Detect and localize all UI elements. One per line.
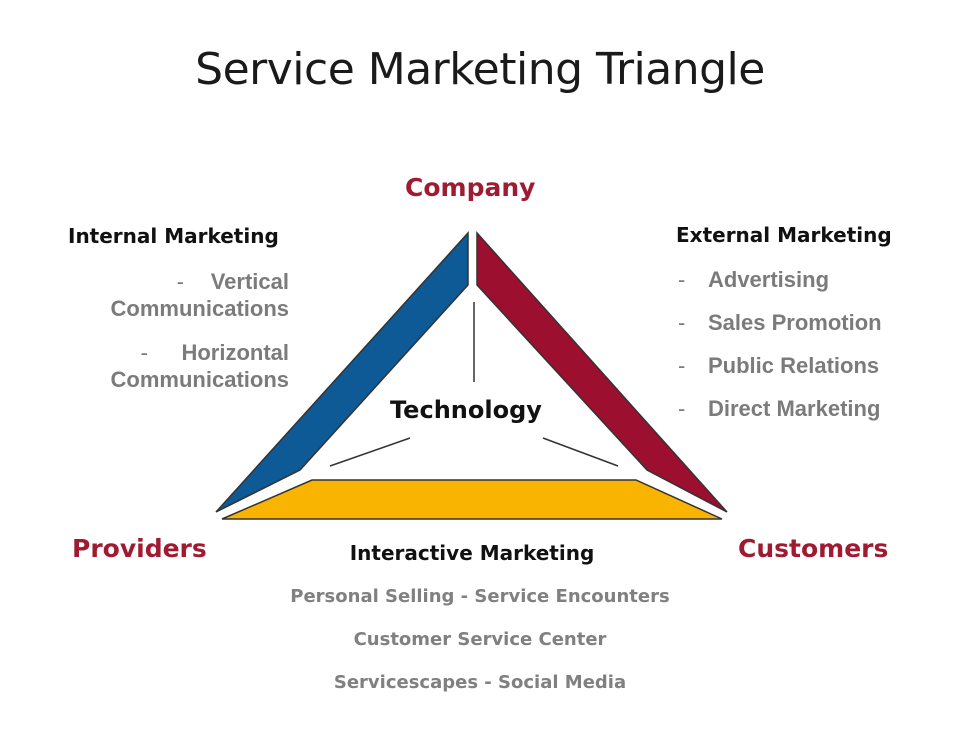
internal-marketing-item-3: Horizontal [181,340,289,365]
interactive-marketing-item-2: Customer Service Center [353,629,607,650]
external-marketing-item-4: Direct Marketing [708,396,881,421]
internal-marketing-dash-2: - [140,340,148,365]
left-side-bar [215,231,469,513]
internal-marketing-item-4: Communications [110,367,289,392]
technology-line-right [542,437,619,467]
interactive-marketing-heading: Interactive Marketing [349,541,595,565]
internal-marketing-item-2: Communications [110,296,289,321]
external-marketing-dash-3: - [678,353,686,378]
vertex-company: Company [405,173,536,202]
external-marketing-item-1: Advertising [708,267,830,292]
external-marketing-heading: External Marketing [676,223,892,247]
technology-line-left [329,437,411,467]
base-bar [221,479,723,520]
interactive-marketing-item-3: Servicescapes - Social Media [333,672,627,693]
vertex-providers: Providers [72,534,207,563]
internal-marketing-dash-1: - [176,269,184,294]
page-title: Service Marketing Triangle [195,44,765,95]
interactive-marketing-item-1: Personal Selling - Service Encounters [290,586,670,607]
vertex-customers: Customers [738,534,889,563]
external-marketing-dash-4: - [678,396,686,421]
external-marketing-dash-2: - [678,310,686,335]
external-marketing-dash-1: - [678,267,686,292]
external-marketing-item-3: Public Relations [708,353,880,378]
external-marketing-item-2: Sales Promotion [708,310,882,335]
technology-label: Technology [390,396,542,424]
internal-marketing-item-1: Vertical [210,269,289,294]
right-side-bar [476,231,728,513]
internal-marketing-heading: Internal Marketing [68,224,279,248]
